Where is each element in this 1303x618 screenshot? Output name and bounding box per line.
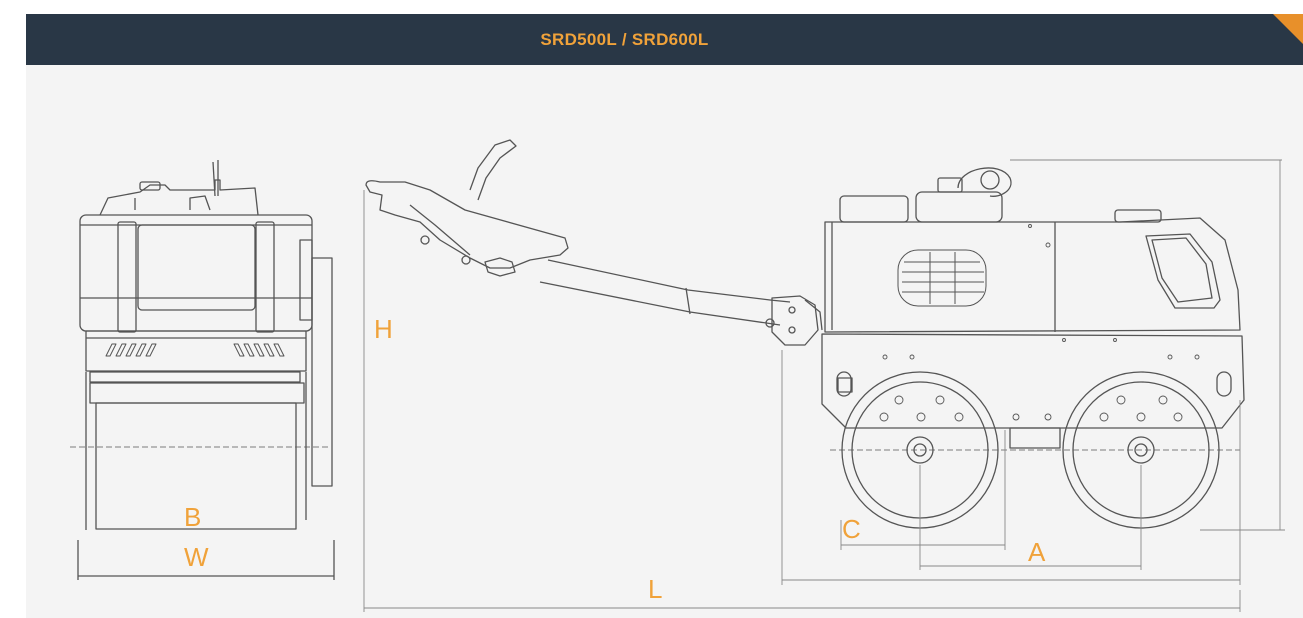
side-view: [365, 139, 1245, 529]
dimension-label-L: L: [648, 574, 663, 604]
front-view: [70, 160, 335, 580]
header-bar: SRD500L / SRD600L: [26, 14, 1303, 65]
dimension-label-C: C: [842, 514, 861, 544]
dimension-label-W: W: [184, 542, 209, 572]
dimension-label-A: A: [1028, 537, 1046, 567]
dimension-label-B: B: [184, 502, 202, 532]
dimension-label-H: H: [374, 314, 393, 344]
drawing-panel: SRD500L / SRD600L: [26, 14, 1303, 618]
corner-accent: [1273, 14, 1303, 44]
dimension-lines: [363, 159, 1285, 612]
model-title: SRD500L / SRD600L: [540, 29, 709, 49]
